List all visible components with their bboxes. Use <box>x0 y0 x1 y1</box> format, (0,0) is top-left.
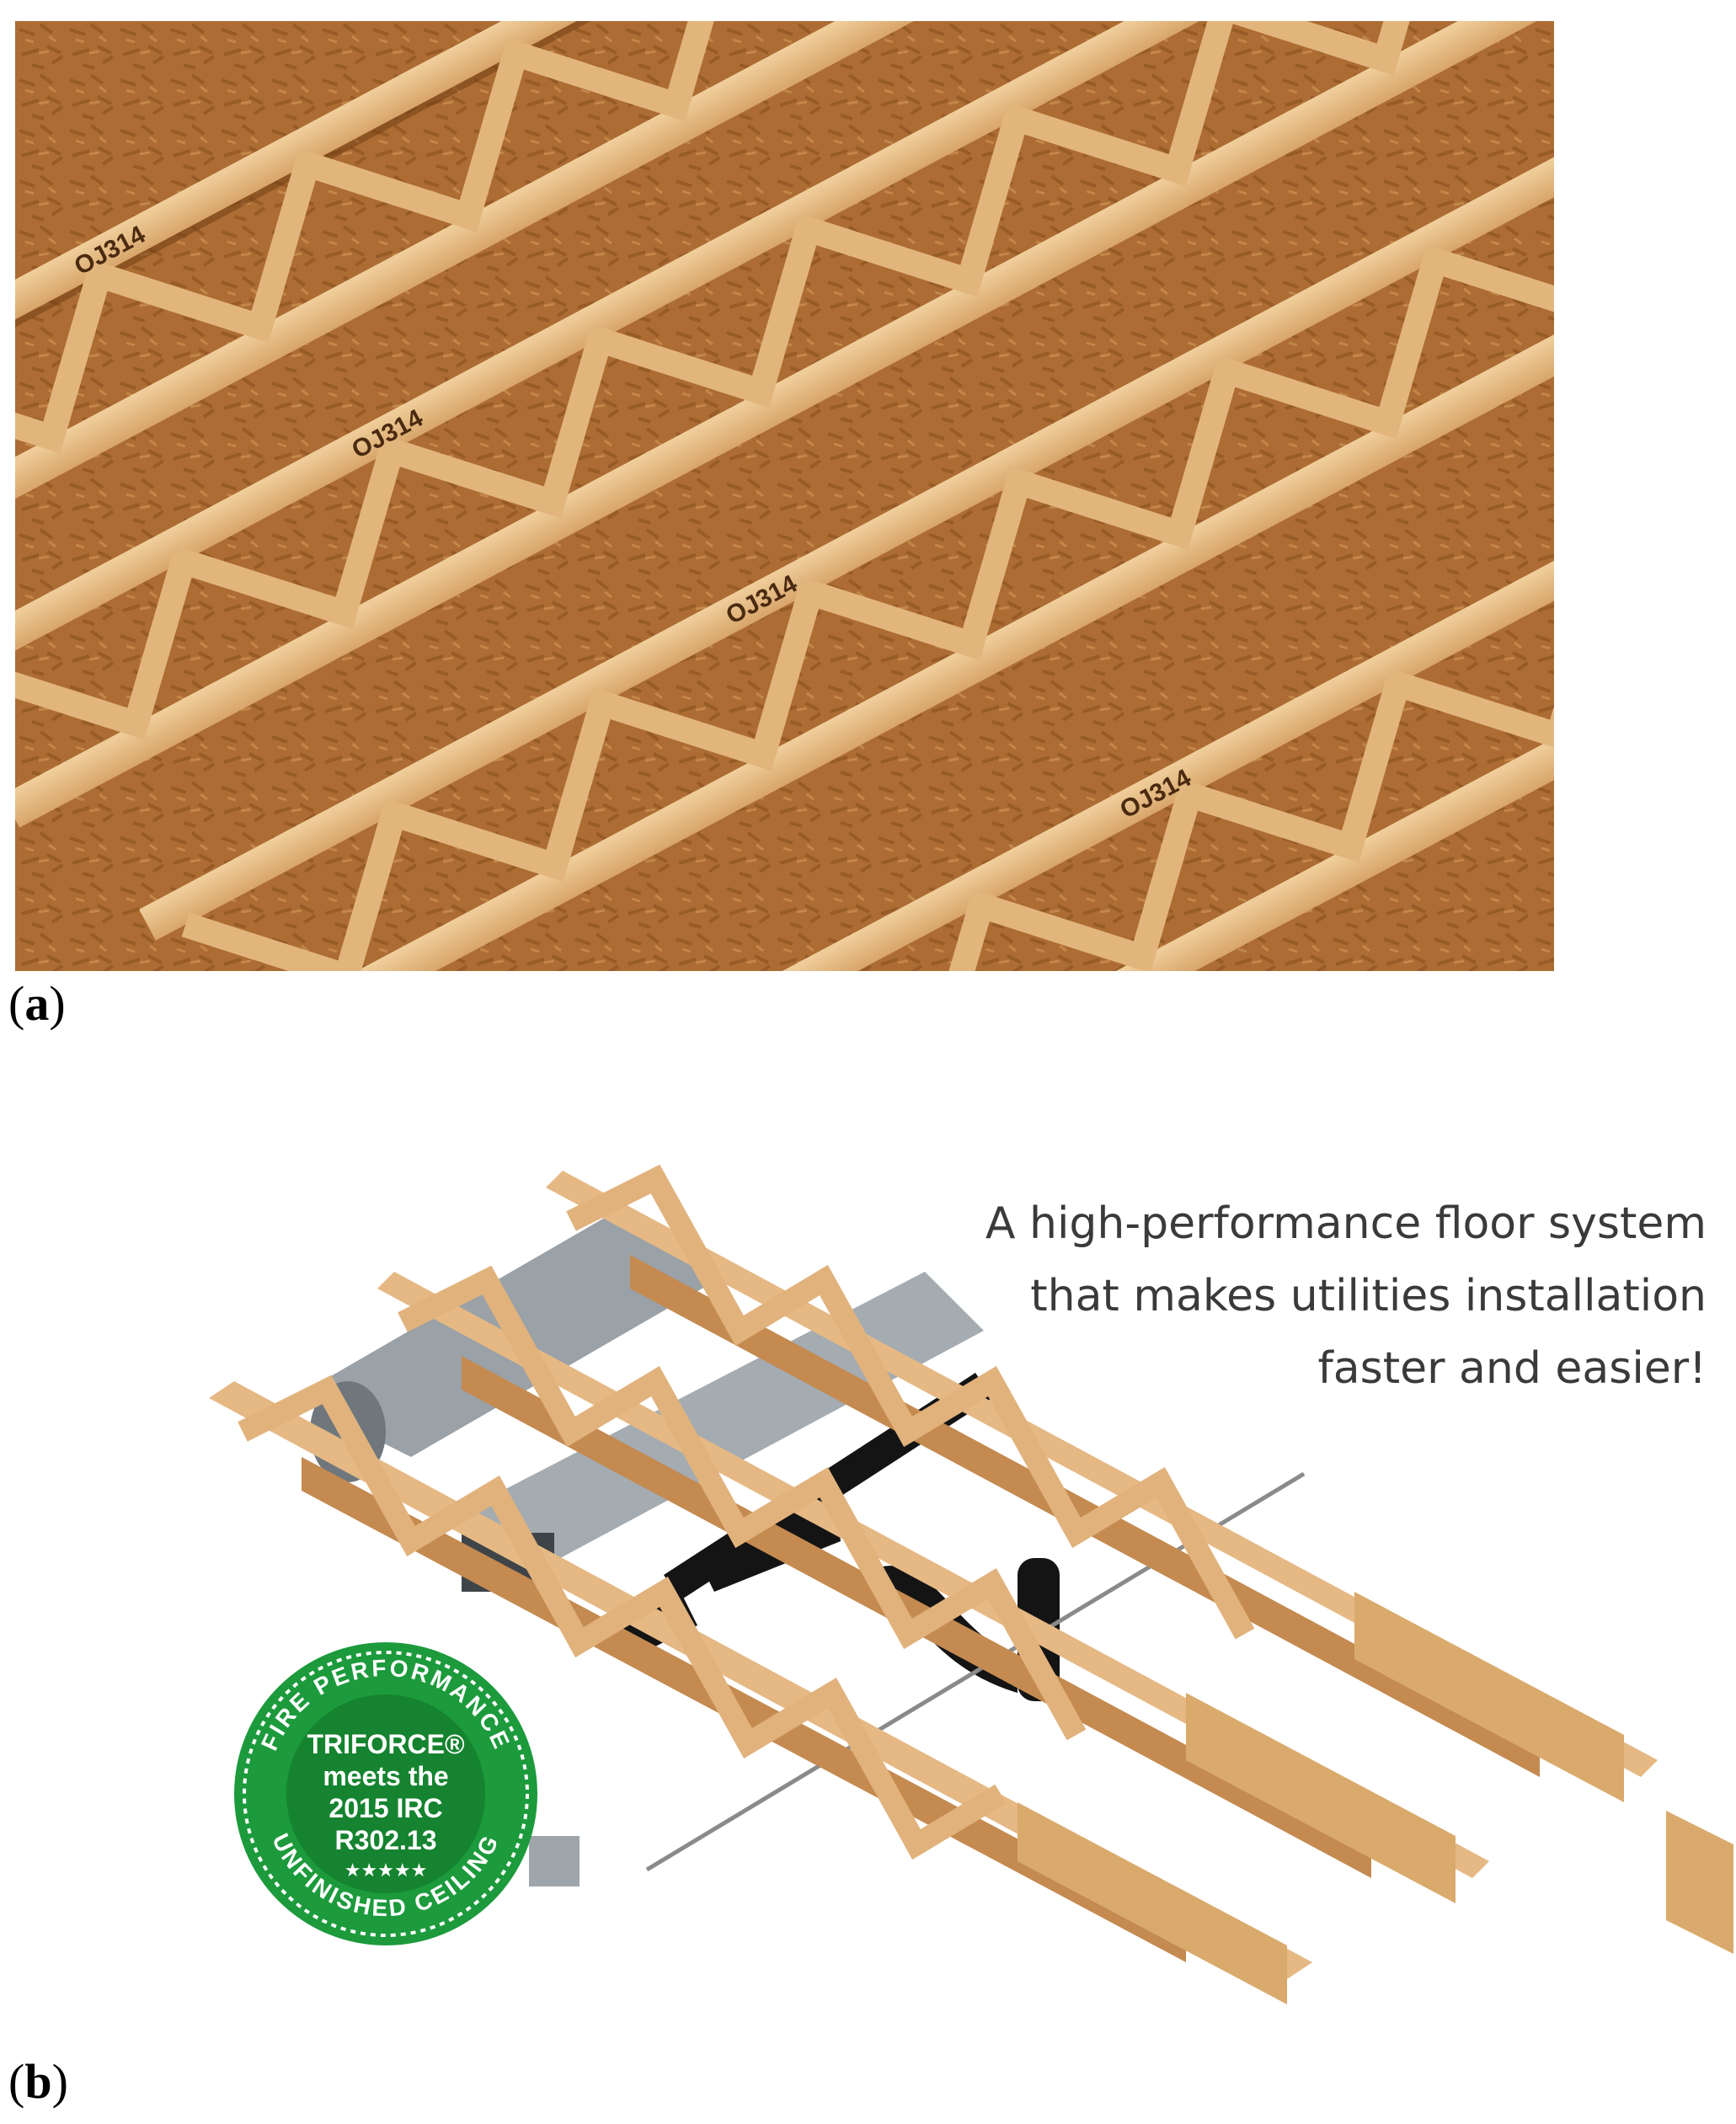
joist-front <box>209 1374 1312 2004</box>
badge-line-2: meets the <box>323 1761 448 1791</box>
caption-b: (b) <box>8 2054 68 2109</box>
junction-box <box>529 1836 580 1887</box>
tagline-line-2: that makes utilities installation <box>1030 1271 1707 1321</box>
badge-stars: ★★★★★ <box>345 1860 428 1881</box>
joist-middle <box>377 1265 1489 1903</box>
joist-1: OJ314 <box>15 21 1554 542</box>
tagline: A high-performance floor system that mak… <box>986 1187 1707 1405</box>
tagline-line-3: faster and easier! <box>1317 1343 1707 1394</box>
badge-line-3: 2015 IRC <box>329 1793 442 1823</box>
joist-2: OJ314 <box>15 21 1554 828</box>
badge-line-1: TRIFORCE® <box>307 1729 465 1759</box>
floor-joist-photo: OJ314 OJ314 OJ314 OJ314 <box>15 21 1554 971</box>
tagline-line-1: A high-performance floor system <box>985 1198 1707 1249</box>
joist-back <box>546 1164 1733 1954</box>
floor-joist-photo-drawing: OJ314 OJ314 OJ314 OJ314 <box>15 21 1554 971</box>
fire-performance-badge: FIRE PERFORMANCE UNFINISHED CEILING TRIF… <box>234 1642 537 1945</box>
joist-system-illustration: FIRE PERFORMANCE UNFINISHED CEILING TRIF… <box>192 1120 1736 2030</box>
caption-a: (a) <box>8 976 66 1031</box>
badge-line-4: R302.13 <box>335 1825 437 1855</box>
joist-system-drawing: FIRE PERFORMANCE UNFINISHED CEILING TRIF… <box>209 1164 1733 2004</box>
